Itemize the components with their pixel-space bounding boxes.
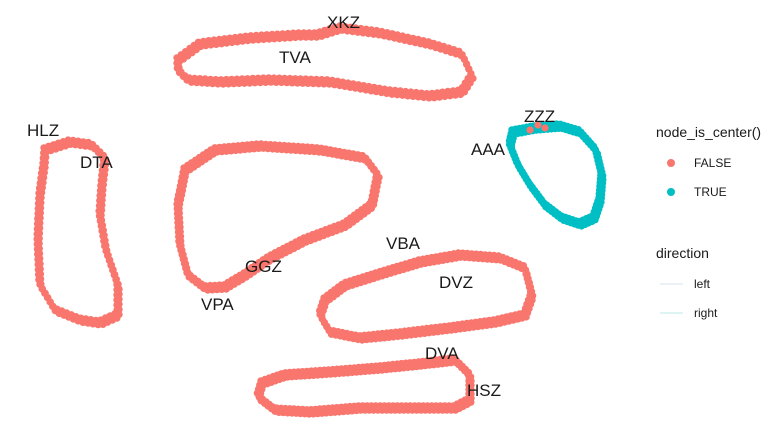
graph-node [36,224,44,232]
graph-node [293,79,301,87]
graph-node [304,79,312,87]
graph-node [420,93,428,102]
cluster-center [173,140,383,294]
graph-node [425,94,433,102]
graph-node [288,79,296,87]
graph-node [451,91,459,99]
graph-node [224,80,233,88]
graph-node [414,93,422,101]
graph-node [175,63,183,72]
graph-node [181,173,189,181]
graph-node [251,79,259,87]
legend-direction-title: direction [656,245,709,261]
label-vba: VBA [386,234,421,253]
legend-color-title: node_is_center() [656,124,761,140]
graph-node [36,260,44,268]
graph-node [409,92,417,100]
graph-node [435,93,444,101]
graph-node [42,153,50,161]
graph-node [219,80,227,88]
graph-node [193,79,201,87]
graph-node [258,385,266,393]
label-dva: DVA [425,344,459,363]
legend-label-left: left [694,277,711,291]
graph-node [283,79,291,87]
graph-node [404,92,412,100]
legend-label-right: right [694,306,718,320]
label-xkz: XKZ [327,13,360,32]
graph-node [240,79,248,87]
graph-node [35,244,44,253]
label-ggz: GGZ [245,257,282,276]
graph-node [37,199,45,207]
graph-node [256,79,264,87]
graph-node [35,229,44,237]
label-zzz: ZZZ [524,107,555,126]
graph-node [36,265,44,273]
graph-node [262,78,270,86]
graph-node [35,239,43,247]
graph-node [230,80,238,88]
legend-label-false: FALSE [694,156,731,170]
graph-node [526,126,534,134]
cluster-mid-bottom [316,249,537,344]
graph-node [321,302,329,311]
graph-node [36,214,44,222]
label-tva: TVA [279,48,311,67]
label-hlz: HLZ [27,121,59,140]
graph-node [541,124,549,132]
graph-node [362,86,370,94]
label-dta: DTA [80,153,113,172]
graph-node [36,219,44,227]
cluster-left [33,136,123,329]
graph-node [214,80,222,88]
graph-node [36,255,44,263]
graph-node [399,91,407,99]
graph-node [320,80,328,88]
graph-node [446,92,454,100]
graph-node [383,89,391,98]
graph-node [277,78,286,87]
graph-node [325,80,333,88]
graph-node [235,79,243,88]
node-labels: XKZ TVA HLZ DTA ZZZ AAA VBA GGZ DVZ VPA … [27,13,555,400]
legend-label-true: TRUE [694,185,727,199]
graph-node [203,79,211,87]
graph-node [37,280,45,288]
graph-node [330,81,339,89]
cluster-right [505,120,607,230]
graph-node [346,83,354,91]
graph-node [209,80,217,88]
graph-node [309,80,317,88]
graph-node [393,91,401,99]
legend: node_is_center() FALSE TRUE direction le… [656,124,761,320]
graph-node [198,79,206,87]
label-hsz: HSZ [467,381,501,400]
legend-key-false [667,159,675,167]
cluster-top [173,22,477,102]
graph-node [299,79,307,87]
graph-node [315,80,323,88]
graph-node [430,94,438,102]
graph-node [534,121,542,129]
legend-key-true [667,188,675,196]
graph-node [36,250,44,258]
graph-node [267,78,275,86]
cluster-bottom [253,354,475,418]
graph-node [35,234,43,242]
label-dvz: DVZ [439,273,473,292]
label-vpa: VPA [201,295,234,314]
label-aaa: AAA [471,140,506,159]
graph-node [272,78,280,86]
graph-node [37,204,45,212]
graph-node [36,270,45,278]
graph-node [509,134,517,142]
graph-node [246,79,254,87]
nodes-layer [33,22,607,418]
